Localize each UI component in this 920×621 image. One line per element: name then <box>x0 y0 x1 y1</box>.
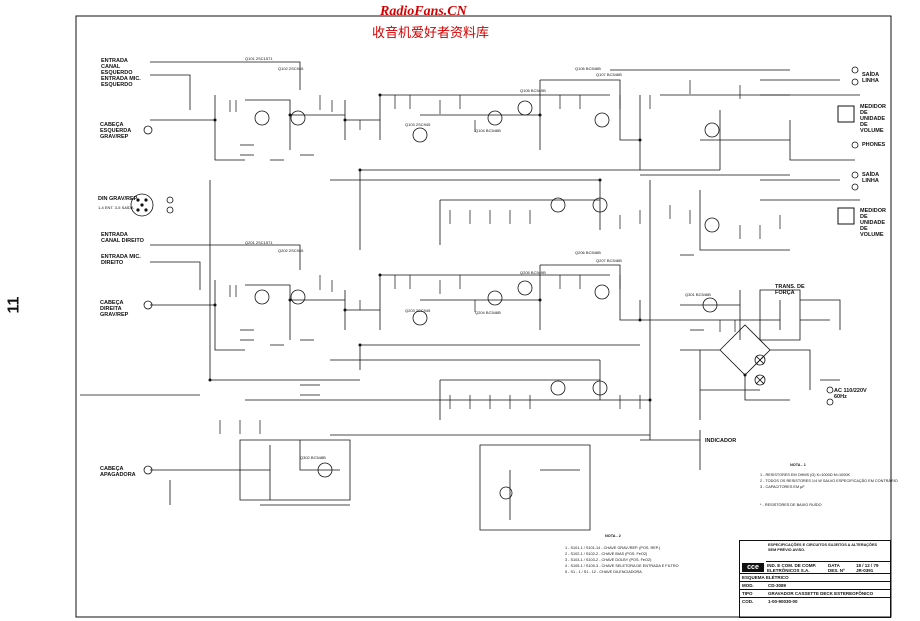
page-border <box>75 15 892 618</box>
transistor-label: Q101 2SC1571 <box>245 56 273 61</box>
label-cabeca-esquerda: CABEÇA ESQUERDA GRAV/REP <box>100 122 131 140</box>
model-value: CD-3089 <box>768 583 787 588</box>
schematic-wires <box>80 61 860 531</box>
nota-1-line: 2 - TODOS OS RESISTORES 1/4 W SALVO ESPE… <box>760 479 898 483</box>
type-label: TIPO <box>742 591 753 596</box>
schematic-type: ESQUEMA ELÉTRICO <box>742 575 789 580</box>
label-phones: PHONES <box>862 142 886 148</box>
label-cabeca-apagadora: CABEÇA APAGADORA <box>100 466 136 478</box>
nota-2-title: NOTA - 2 <box>605 534 621 538</box>
label-trans-forca: TRANS. DE FORÇA <box>775 284 805 296</box>
connector-symbols <box>130 66 859 500</box>
transistor-label: Q206 BC546B <box>575 250 601 255</box>
meter-symbols <box>837 105 855 225</box>
spec-notice: ESPECIFICAÇÕES E CIRCUITOS SUJEITOS A AL… <box>768 543 878 552</box>
component-scatter <box>219 80 781 434</box>
label-din-pins: 1-4 ENT. 3-5 SAÍDA <box>98 205 134 210</box>
label-cabeca-direita: CABEÇA DIREITA GRAV/REP <box>100 300 129 318</box>
label-saida-linha-1: SAÍDA LINHA <box>862 72 879 84</box>
nota-2-line: 3 - S103-1 / S103-2 - CHAVE DOLBY (POS. … <box>565 558 652 562</box>
code-value: 1-00-90030-00 <box>768 599 798 604</box>
transistor-label: Q207 BC546B <box>596 258 622 263</box>
company-logo: cce <box>742 563 764 572</box>
transistor-label: Q202 2SC945 <box>278 248 304 253</box>
transistor-label: Q204 BC546B <box>475 310 501 315</box>
nota-2-line: 1 - S101-1 / S101-14 - CHAVE GRAV./REP. … <box>565 546 661 550</box>
date-label: DATA <box>828 563 840 568</box>
code-label: COD. <box>742 599 754 604</box>
nota-2-line: 5 - S1 - 1 / S1 - 12 - CHAVE DILENCIADOR… <box>565 570 642 574</box>
nota-1-line: 3 - CAPACITORES EM μF <box>760 485 805 489</box>
transistor-label: Q102 2SC945 <box>278 66 304 71</box>
title-block: ESPECIFICAÇÕES E CIRCUITOS SUJEITOS A AL… <box>739 540 891 618</box>
nota-2-line: 4 - S105-1 / S105-3 - CHAVE SELETORA DE … <box>565 564 679 568</box>
nota-1-title: NOTA - 1 <box>790 463 806 467</box>
lamp-symbols <box>754 354 766 386</box>
watermark-subtitle: 收音机爱好者资料库 <box>372 26 490 41</box>
label-indicador: INDICADOR <box>705 438 737 444</box>
transistor-label: Q203 2SC945 <box>405 308 431 313</box>
transistor-label: Q104 BC546B <box>475 128 501 133</box>
transistor-label: Q107 BC546B <box>596 72 622 77</box>
transistor-label: Q205 BC549B <box>520 270 546 275</box>
type-value: GRAVADOR CASSETTE DECK ESTEREOFÔNICO <box>768 591 874 596</box>
wire-junctions <box>208 93 747 402</box>
label-medidor-1: MEDIDOR DE UNIDADE DE VOLUME <box>860 104 886 134</box>
transistor-label: Q106 BC546B <box>575 66 601 71</box>
label-medidor-2: MEDIDOR DE UNIDADE DE VOLUME <box>860 208 886 238</box>
transistor-label: Q301 BC546B <box>685 292 711 297</box>
transistor-symbols <box>254 100 720 478</box>
model-label: MOD. <box>742 583 754 588</box>
nota-1-line: * - RESISTORES DE BAIXO RUÍDO <box>760 503 822 507</box>
nota-2-line: 2 - S102-1 / S102-2 - CHAVE BIAS (POS. F… <box>565 552 648 556</box>
page-number: 11 <box>5 296 23 314</box>
transistor-label: Q105 BC549B <box>520 88 546 93</box>
nota-1-line: 1 - RESISTORES EM OHMS (Ω) K=1000Ω M=100… <box>760 473 851 477</box>
label-din: DIN GRAV/REP <box>98 196 138 202</box>
label-entrada-canal-esquerdo: ENTRADA CANAL ESQUERDO <box>101 58 133 76</box>
company-line2: ELETRÔNICOS S.A. <box>767 568 810 573</box>
transistor-label: Q302 BC548B <box>300 455 326 460</box>
label-entrada-mic-esquerdo: ENTRADA MIC. ESQUERDO <box>101 76 141 88</box>
watermark-site: RadioFans.CN <box>380 4 467 19</box>
company-line1: IND. E COM. DE COMP. <box>767 563 817 568</box>
label-entrada-canal-direito: ENTRADA CANAL DIREITO <box>101 232 144 244</box>
label-entrada-mic-direito: ENTRADA MIC. DIREITO <box>101 254 141 266</box>
drawing-number-label: DES. Nº <box>828 568 845 573</box>
date-value: 18 / 12 / 79 <box>856 563 879 568</box>
transistor-label: Q103 2SC945 <box>405 122 431 127</box>
drawing-number-value: JR-0391 <box>856 568 874 573</box>
transistor-label: Q201 2SC1571 <box>245 240 273 245</box>
label-saida-linha-2: SAÍDA LINHA <box>862 172 879 184</box>
label-ac-input: AC 110/220V 60Hz <box>834 388 867 400</box>
